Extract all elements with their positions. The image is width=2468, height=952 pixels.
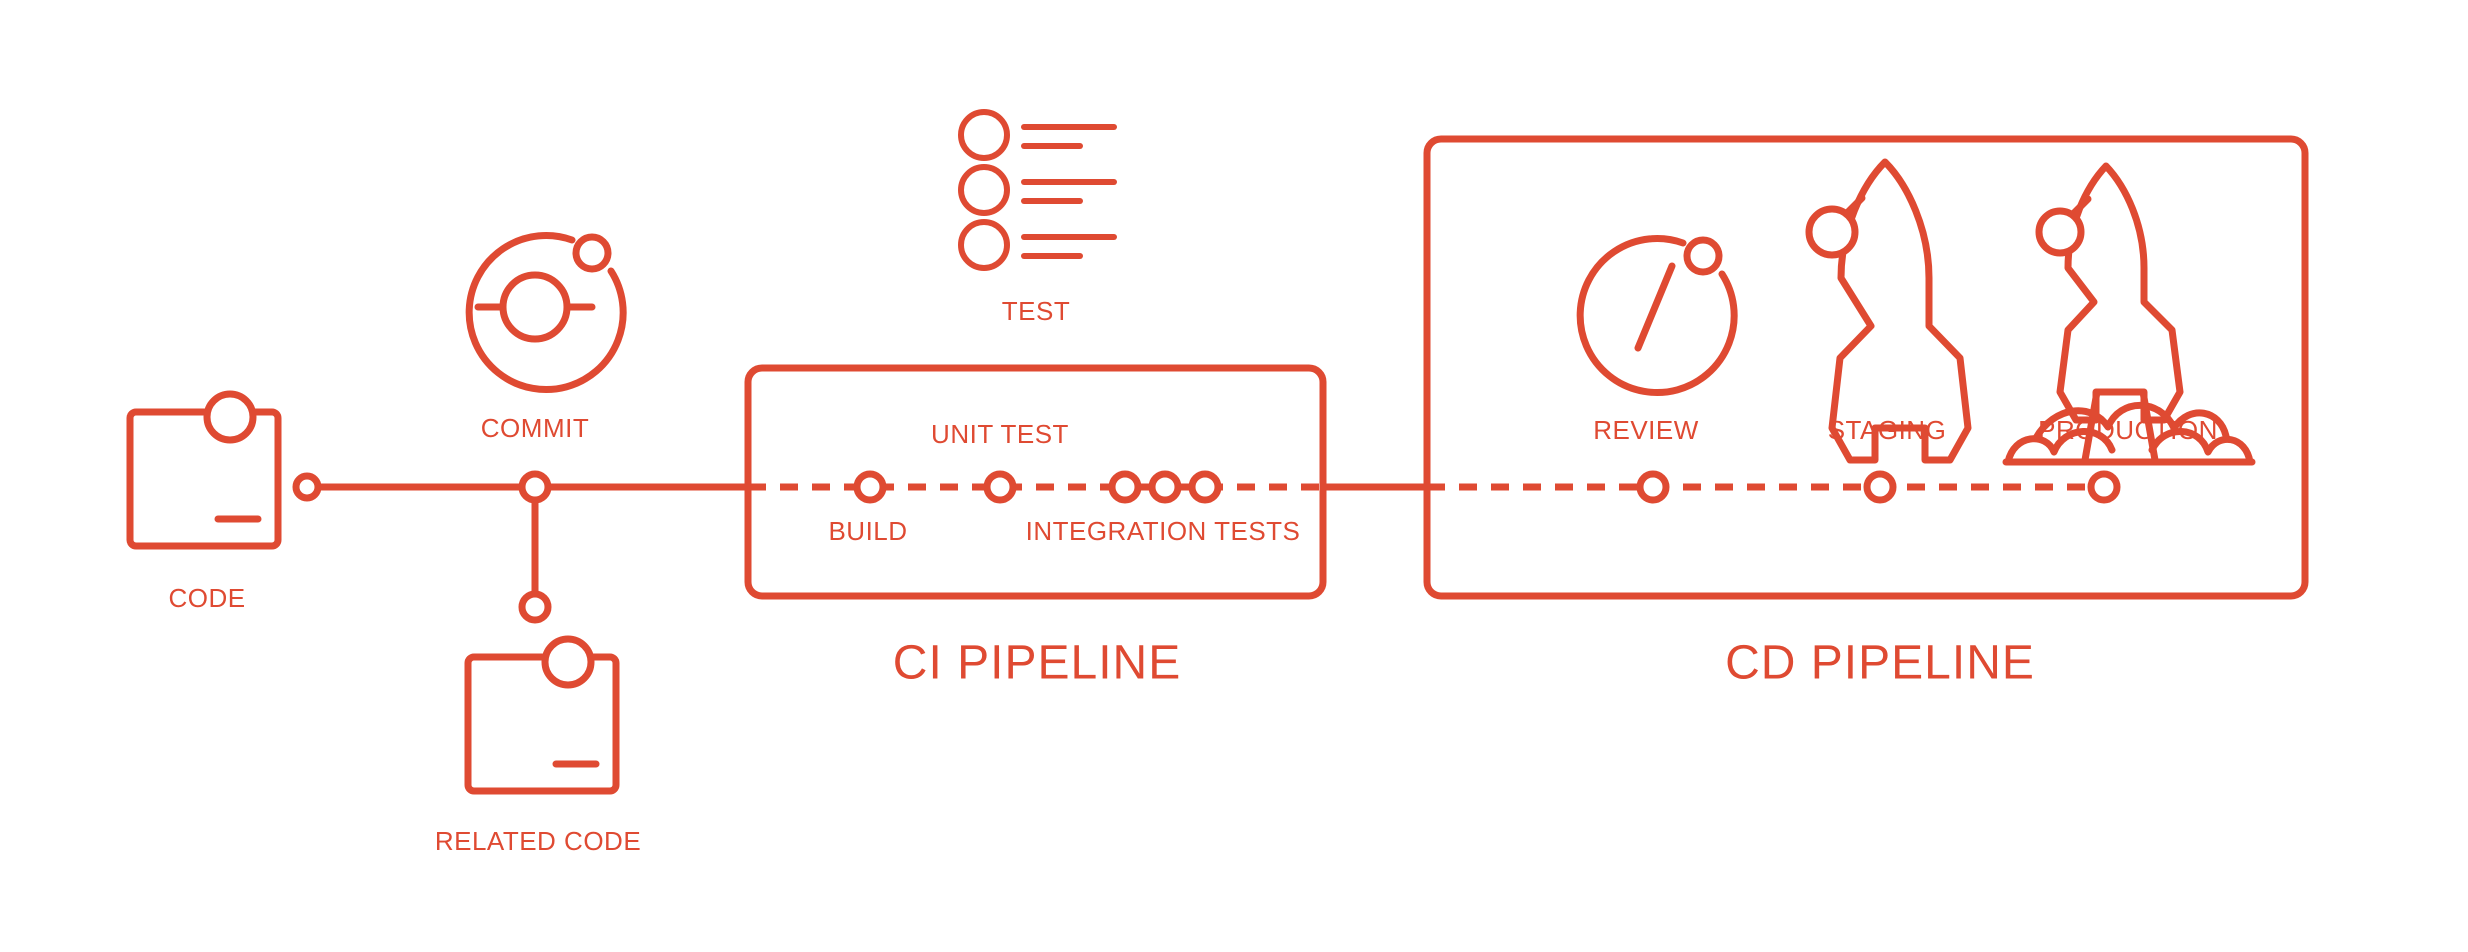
exhaust-flame-left-icon [2081,388,2101,464]
node-review[interactable] [1636,470,1670,504]
unit-test-label: UNIT TEST [931,419,1069,449]
review-label: REVIEW [1593,415,1699,445]
test-checklist-icon-group [958,109,1117,271]
rocket-neck-icon [2070,195,2092,217]
test-label: TEST [1002,296,1070,326]
node-related-code[interactable] [518,590,552,624]
check-circle-icon [958,109,1010,161]
rocket-neck-icon [1843,194,1866,217]
commit-circle-icon [465,232,627,394]
check-circle-icon [958,164,1010,216]
terminal-code-badge-icon [541,635,595,689]
smoke-cloud-left-icon [2004,428,2116,466]
staging-label: STAGING [1828,415,1947,445]
smoke-cloud-right-icon [2148,428,2254,466]
node-integration-test-2[interactable] [1148,470,1182,504]
check-item-2 [958,164,1117,216]
node-staging[interactable] [1863,470,1897,504]
commit-center-icon [499,271,571,343]
build-label: BUILD [828,516,907,546]
rocket-porthole-icon [1805,205,1859,259]
terminal-code-icon [126,408,282,550]
code-brackets-circle-icon [1576,235,1738,397]
ci-pipeline-title: CI PIPELINE [893,637,1181,690]
node-build[interactable] [853,470,887,504]
smoke-cloud-top-icon [2032,402,2230,442]
rocket-porthole-icon [2035,207,2085,257]
node-commit[interactable] [518,470,552,504]
related-code-icon-group [464,635,620,795]
node-integration-test-1[interactable] [1108,470,1142,504]
related-code-label: RELATED CODE [435,826,641,856]
commit-label: COMMIT [481,413,589,443]
slash-icon [1634,262,1676,352]
cd-pipeline-title: CD PIPELINE [1725,637,2035,690]
terminal-code-badge-icon [203,390,257,444]
integration-tests-label: INTEGRATION TESTS [1026,516,1301,546]
cd-pipeline-box [1423,135,2309,600]
check-circle-icon [958,219,1010,271]
ci-pipeline-box [744,364,1327,600]
node-integration-test-3[interactable] [1188,470,1222,504]
node-production[interactable] [2087,470,2121,504]
code-label: CODE [168,583,245,613]
check-item-1 [958,109,1117,161]
review-icon-group [1576,235,1738,397]
node-code[interactable] [292,472,322,502]
rocket-body-icon [1828,158,1972,464]
review-orbit-dot-icon [1683,236,1723,276]
production-label: PRODUCTION [2038,415,2218,445]
staging-icon-group [1805,158,1972,464]
commit-icon-group [465,232,627,394]
check-item-3 [958,219,1117,271]
terminal-code-icon [464,653,620,795]
code-icon-group [126,390,322,550]
commit-orbit-dot-icon [572,233,612,273]
production-icon-group [2002,162,2256,466]
node-unit-test[interactable] [983,470,1017,504]
